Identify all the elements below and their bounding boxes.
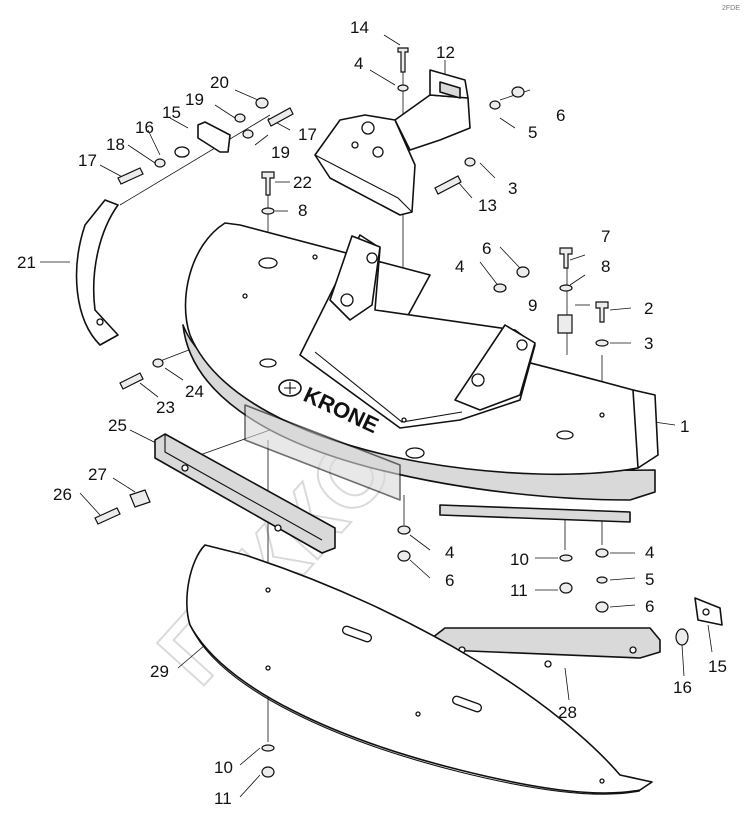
callout-4-top: 4 <box>354 54 363 73</box>
callout-2: 2 <box>644 299 653 318</box>
callout-10-bottom: 10 <box>214 758 233 777</box>
callout-12: 12 <box>436 43 455 62</box>
callout-4-right: 4 <box>645 543 654 562</box>
callout-14: 14 <box>350 18 369 37</box>
callout-16-left: 16 <box>135 118 154 137</box>
callout-6-top: 6 <box>556 106 565 125</box>
callout-29: 29 <box>150 662 169 681</box>
callout-11-bottom: 11 <box>214 789 232 808</box>
callout-24: 24 <box>185 382 204 401</box>
callout-3-right: 3 <box>644 334 653 353</box>
callout-19-left: 19 <box>185 90 204 109</box>
bracket-chain <box>117 97 294 185</box>
callout-22: 22 <box>293 173 312 192</box>
callout-6-right: 6 <box>645 597 654 616</box>
callout-17-right: 17 <box>298 125 317 144</box>
callout-16-right: 16 <box>673 678 692 697</box>
callout-15-left: 15 <box>162 103 181 122</box>
top-mount-assembly <box>314 69 471 216</box>
wear-strip-25 <box>154 433 336 554</box>
callout-13: 13 <box>478 196 497 215</box>
callout-17-left: 17 <box>78 151 97 170</box>
callout-23: 23 <box>156 398 175 417</box>
callout-20: 20 <box>210 73 229 92</box>
corner-mark: 2FDE <box>722 5 740 12</box>
callout-1: 1 <box>680 417 689 436</box>
callout-26: 26 <box>53 485 72 504</box>
callout-5-top: 5 <box>528 123 537 142</box>
hardware <box>94 47 609 778</box>
callout-19-right: 19 <box>271 143 290 162</box>
plate-15-16 <box>675 597 723 646</box>
callout-6-lower: 6 <box>445 571 454 590</box>
callout-21: 21 <box>17 253 36 272</box>
callout-18: 18 <box>106 135 125 154</box>
callout-5-right: 5 <box>645 570 654 589</box>
callout-10-right: 10 <box>510 550 529 569</box>
curved-strip-21 <box>75 199 119 346</box>
callout-4-lower: 4 <box>445 543 454 562</box>
callout-7: 7 <box>601 227 610 246</box>
callout-4-mid: 4 <box>455 257 464 276</box>
callout-8-right: 8 <box>601 257 610 276</box>
callout-11-right: 11 <box>510 581 528 600</box>
callout-9: 9 <box>528 296 537 315</box>
callout-3-top: 3 <box>508 179 517 198</box>
callout-8-left: 8 <box>298 201 307 220</box>
callout-25: 25 <box>108 416 127 435</box>
callout-labels: 1 2 3 3 4 4 4 4 5 5 6 6 6 6 7 8 8 9 10 1… <box>17 18 727 808</box>
callout-27: 27 <box>88 465 107 484</box>
callout-6-mid: 6 <box>482 239 491 258</box>
callout-28: 28 <box>558 703 577 722</box>
skid-plate-29 <box>186 544 653 795</box>
callout-15-right: 15 <box>708 657 727 676</box>
main-plate: KRONE <box>182 222 659 523</box>
